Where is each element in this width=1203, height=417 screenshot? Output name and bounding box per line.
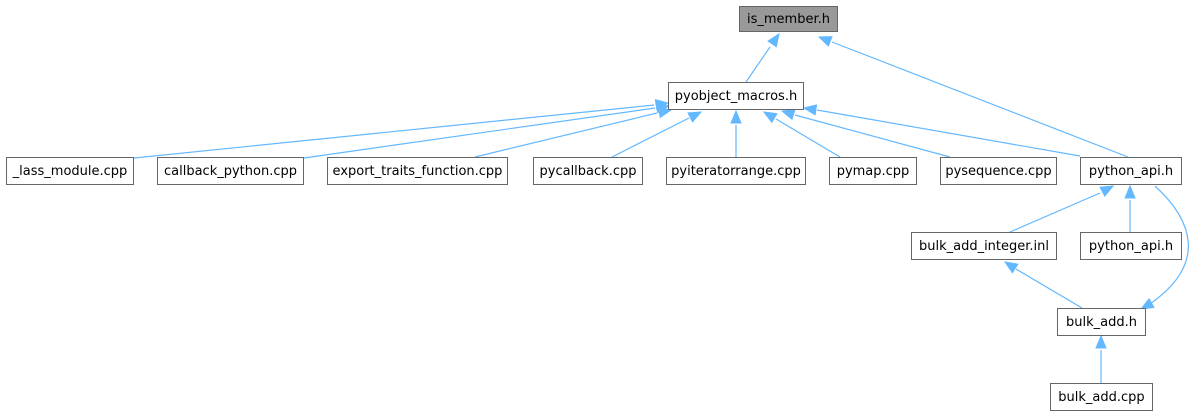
edge-line: [1015, 268, 1083, 309]
arrowhead-icon: [1099, 185, 1115, 197]
arrowhead-icon: [802, 104, 818, 116]
edge-line: [745, 46, 771, 83]
arrowhead-icon: [780, 109, 796, 121]
edge-line: [133, 104, 655, 159]
arrowhead-icon: [817, 36, 833, 47]
node-callback-python[interactable]: callback_python.cpp: [157, 157, 304, 185]
node-bulk-add-integer[interactable]: bulk_add_integer.inl: [911, 232, 1057, 260]
node-pyiteratorrange[interactable]: pyiteratorrange.cpp: [666, 157, 806, 185]
edge-callback_python-to-pyobject_macros: [303, 102, 671, 159]
edge-line: [831, 41, 1129, 158]
arrowhead-icon: [1003, 261, 1019, 274]
arrowhead-icon: [1139, 297, 1155, 310]
edge-lass_module-to-pyobject_macros: [133, 99, 670, 159]
edge-python_api-to-pyobject_macros: [802, 104, 1081, 157]
node-python-api-secondary[interactable]: python_api.h: [1080, 232, 1182, 260]
edge-line: [303, 107, 656, 159]
edge-pysequence-to-pyobject_macros: [780, 109, 951, 158]
edge-python_api-to-is_member: [817, 36, 1129, 158]
node-pyobject-macros[interactable]: pyobject_macros.h: [668, 82, 804, 110]
arrowhead-icon: [762, 111, 778, 124]
edge-python_api_2-to-python_api: [1124, 184, 1136, 232]
arrowhead-icon: [657, 106, 673, 119]
node-lass-module[interactable]: _lass_module.cpp: [6, 157, 134, 185]
edge-bulk_add_cpp-to-bulk_add_h: [1095, 334, 1107, 383]
node-pymap[interactable]: pymap.cpp: [829, 157, 917, 185]
arrowhead-icon: [767, 32, 780, 48]
node-bulk-add-h[interactable]: bulk_add.h: [1057, 308, 1146, 336]
node-python-api[interactable]: python_api.h: [1080, 157, 1182, 185]
edge-bulk_add_h-to-bulk_add_integer: [1003, 261, 1083, 309]
arrowhead-icon: [730, 109, 742, 124]
edge-pyiteratorrange-to-pyobject_macros: [730, 109, 742, 157]
node-is-member: is_member.h: [739, 6, 838, 32]
edge-bulk_add_integer-to-python_api: [1009, 185, 1115, 233]
node-pysequence[interactable]: pysequence.cpp: [940, 157, 1057, 185]
edge-line: [816, 109, 1081, 157]
node-bulk-add-cpp[interactable]: bulk_add.cpp: [1050, 383, 1153, 411]
edge-pyobject_macros-to-is_member: [745, 32, 780, 83]
arrowhead-icon: [687, 111, 703, 123]
arrowhead-icon: [1124, 184, 1136, 199]
edge-line: [794, 114, 951, 158]
edge-bulk_add_h-to-python_api: [1139, 185, 1189, 310]
edge-pymap-to-pyobject_macros: [762, 111, 841, 158]
arrowhead-icon: [1095, 334, 1107, 349]
node-pycallback[interactable]: pycallback.cpp: [533, 157, 643, 185]
edge-line: [775, 118, 841, 158]
edge-export_traits_function-to-pyobject_macros: [474, 106, 673, 158]
edge-line: [474, 112, 658, 158]
edge-line: [611, 117, 690, 158]
node-export-traits-function[interactable]: export_traits_function.cpp: [327, 157, 508, 185]
edge-line: [1149, 185, 1189, 305]
edge-pycallback-to-pyobject_macros: [611, 111, 703, 158]
edge-line: [1009, 192, 1101, 233]
